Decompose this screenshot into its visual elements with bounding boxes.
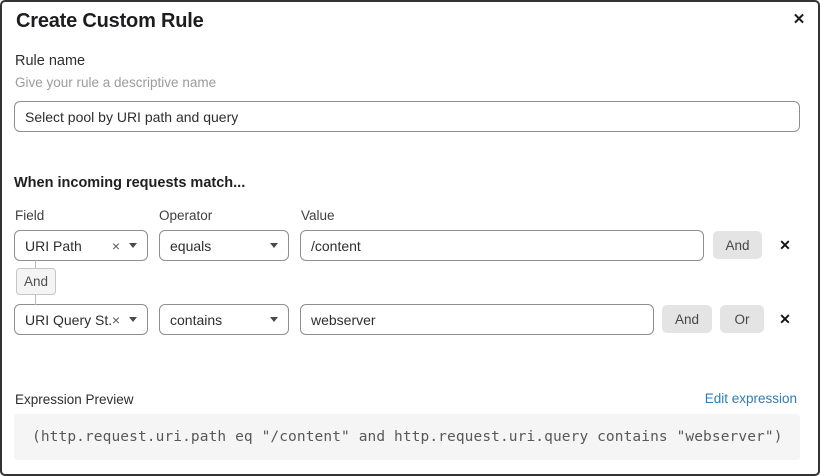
field-select-row1[interactable]: URI Path × (14, 230, 148, 261)
expression-preview-label: Expression Preview (15, 392, 134, 407)
operator-select-row2-value: contains (170, 311, 223, 328)
clear-icon[interactable]: × (111, 237, 120, 254)
caret-down-icon (129, 243, 137, 248)
caret-down-icon (270, 243, 278, 248)
operator-select-row1[interactable]: equals (159, 230, 289, 261)
condition-joiner-badge: And (16, 268, 56, 295)
field-select-row1-value: URI Path (25, 237, 82, 254)
or-conjunction-button-row2[interactable]: Or (720, 305, 764, 333)
caret-down-icon (270, 317, 278, 322)
caret-down-icon (129, 317, 137, 322)
field-column-label: Field (15, 208, 45, 223)
dialog-title: Create Custom Rule (16, 10, 204, 32)
clear-icon[interactable]: × (111, 311, 120, 328)
value-input-row2[interactable] (300, 304, 654, 335)
value-input-row1[interactable] (300, 230, 704, 261)
and-conjunction-button-row2[interactable]: And (662, 305, 712, 333)
remove-condition-icon[interactable]: ✕ (775, 235, 795, 255)
rule-name-hint: Give your rule a descriptive name (15, 75, 217, 90)
operator-select-row1-value: equals (170, 237, 212, 254)
expression-code-block: (http.request.uri.path eq "/content" and… (14, 414, 800, 460)
field-select-row2[interactable]: URI Query St... × (14, 304, 148, 335)
and-conjunction-button-row1[interactable]: And (713, 231, 762, 259)
close-icon[interactable]: ✕ (787, 7, 811, 31)
edit-expression-link[interactable]: Edit expression (704, 391, 797, 406)
value-column-label: Value (301, 208, 335, 223)
operator-select-row2[interactable]: contains (159, 304, 289, 335)
rule-name-label: Rule name (15, 53, 86, 69)
expression-code: (http.request.uri.path eq "/content" and… (32, 429, 783, 445)
remove-condition-icon[interactable]: ✕ (775, 309, 795, 329)
rule-name-input[interactable] (14, 101, 800, 132)
field-select-row2-value: URI Query St... (25, 311, 112, 328)
match-heading: When incoming requests match... (14, 175, 246, 191)
operator-column-label: Operator (159, 208, 213, 223)
